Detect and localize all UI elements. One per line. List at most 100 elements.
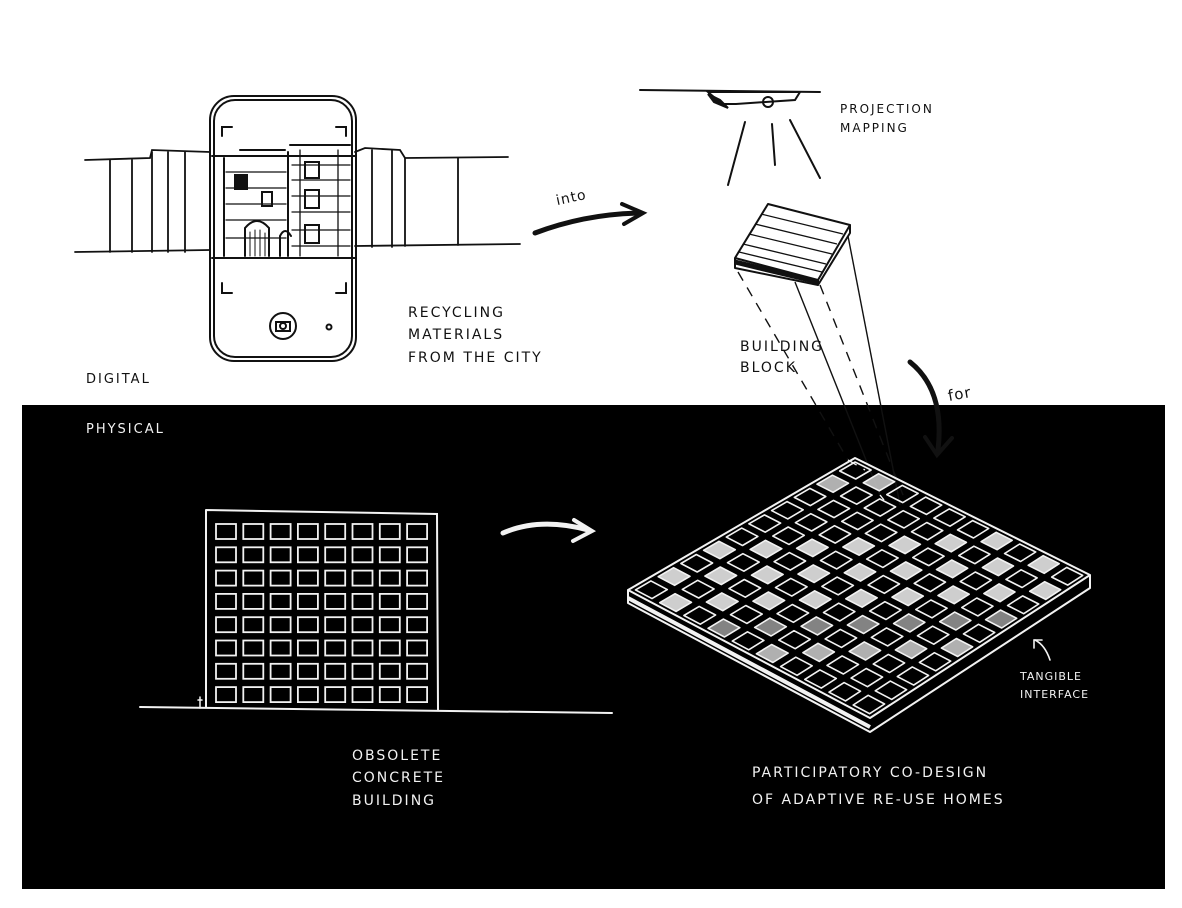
building-window: [296, 662, 319, 680]
building-window: [378, 686, 401, 703]
grid-tile: [862, 472, 896, 492]
building-window: [378, 593, 401, 610]
building-window: [242, 523, 265, 540]
building-window: [324, 639, 347, 657]
grid-tile: [940, 637, 974, 658]
building-window: [406, 639, 429, 657]
grid-tile: [726, 552, 761, 573]
grid-tile: [774, 577, 808, 597]
building-window: [269, 546, 292, 564]
grid-tile: [889, 561, 923, 581]
grid-tile: [731, 630, 765, 651]
building-window: [296, 546, 319, 564]
building-window: [378, 662, 401, 680]
building-window: [324, 593, 347, 610]
building-window: [406, 569, 429, 587]
building-window: [406, 686, 429, 703]
projection-lines-chalk: [847, 459, 885, 501]
grid-tile: [865, 548, 899, 569]
building-window: [215, 616, 237, 634]
building-window: [242, 593, 265, 610]
tangible-interface-grid: [627, 457, 1091, 733]
building-window: [296, 686, 319, 703]
building-window: [378, 639, 401, 657]
grid-tile: [872, 653, 906, 674]
grid-tile: [867, 574, 901, 595]
grid-tile: [894, 639, 928, 660]
building-window: [269, 569, 292, 587]
grid-tile: [870, 627, 904, 647]
grid-tile: [885, 484, 919, 504]
camera-shutter-icon: [269, 312, 333, 340]
grid-tile: [938, 611, 972, 631]
grid-tile: [828, 681, 862, 702]
recycling-materials-label: RECYCLING MATERIALS FROM THE CITY: [408, 305, 543, 366]
grid-tile: [750, 565, 784, 585]
building-block: [734, 203, 851, 286]
building-window: [215, 686, 237, 703]
grid-tile: [910, 521, 944, 541]
grid-tile: [956, 519, 990, 539]
building-block-label: BUILDING BLOCK: [740, 339, 825, 376]
projection-mapping-label: PROJECTION MAPPING: [840, 102, 934, 136]
building-window: [324, 686, 347, 703]
building-window: [351, 569, 374, 587]
grid-tile: [779, 656, 814, 677]
projection-lines-solid: [794, 235, 901, 506]
grid-tile: [935, 559, 969, 579]
building-window: [406, 616, 429, 634]
grid-tile: [916, 625, 950, 646]
building-window: [269, 639, 292, 657]
building-window: [242, 686, 265, 703]
grid-tile: [824, 628, 858, 649]
building-window: [215, 662, 237, 680]
concrete-building: [139, 509, 613, 714]
grid-tile: [843, 562, 877, 582]
grid-tile: [888, 535, 922, 555]
building-window: [242, 616, 265, 634]
projector-icon: [639, 89, 821, 186]
building-window: [351, 546, 374, 564]
building-window: [215, 546, 237, 564]
digital-label: DIGITAL: [86, 372, 151, 387]
physical-panel: [22, 405, 1165, 889]
grid-tile: [864, 523, 898, 543]
grid-tile: [1003, 543, 1037, 563]
grid-tile: [1027, 554, 1060, 575]
grid-tile: [680, 553, 714, 573]
building-window: [406, 662, 429, 680]
grid-tile: [1050, 566, 1084, 586]
grid-tile: [1005, 568, 1038, 589]
grid-tile: [844, 588, 879, 609]
grid-tile: [776, 603, 810, 624]
grid-tile: [704, 566, 738, 586]
grid-tile: [959, 571, 993, 591]
grid-tile: [957, 545, 991, 565]
phone-camera-icon: [209, 95, 357, 362]
grid-tile: [728, 578, 762, 599]
building-window: [324, 569, 347, 587]
grid-tile: [819, 550, 853, 570]
grid-tile: [934, 533, 968, 553]
building-window: [351, 616, 374, 634]
building-window: [215, 593, 237, 610]
building-window: [242, 569, 265, 587]
grid-tile: [874, 680, 908, 701]
street-sketch: [74, 147, 521, 253]
building-window: [351, 662, 374, 680]
grid-tile: [795, 538, 829, 558]
grid-tile: [803, 669, 838, 689]
grid-tile: [818, 524, 852, 544]
grid-tile: [681, 579, 715, 599]
grid-tile: [705, 592, 739, 612]
grid-tile: [842, 536, 876, 557]
grid-tile: [850, 667, 884, 688]
building-window: [351, 639, 374, 657]
building-window: [215, 569, 237, 587]
building-window: [269, 593, 292, 610]
grid-tile: [816, 474, 850, 494]
grid-tile: [683, 605, 717, 626]
grid-tile: [937, 585, 971, 605]
grid-tile: [752, 591, 786, 611]
